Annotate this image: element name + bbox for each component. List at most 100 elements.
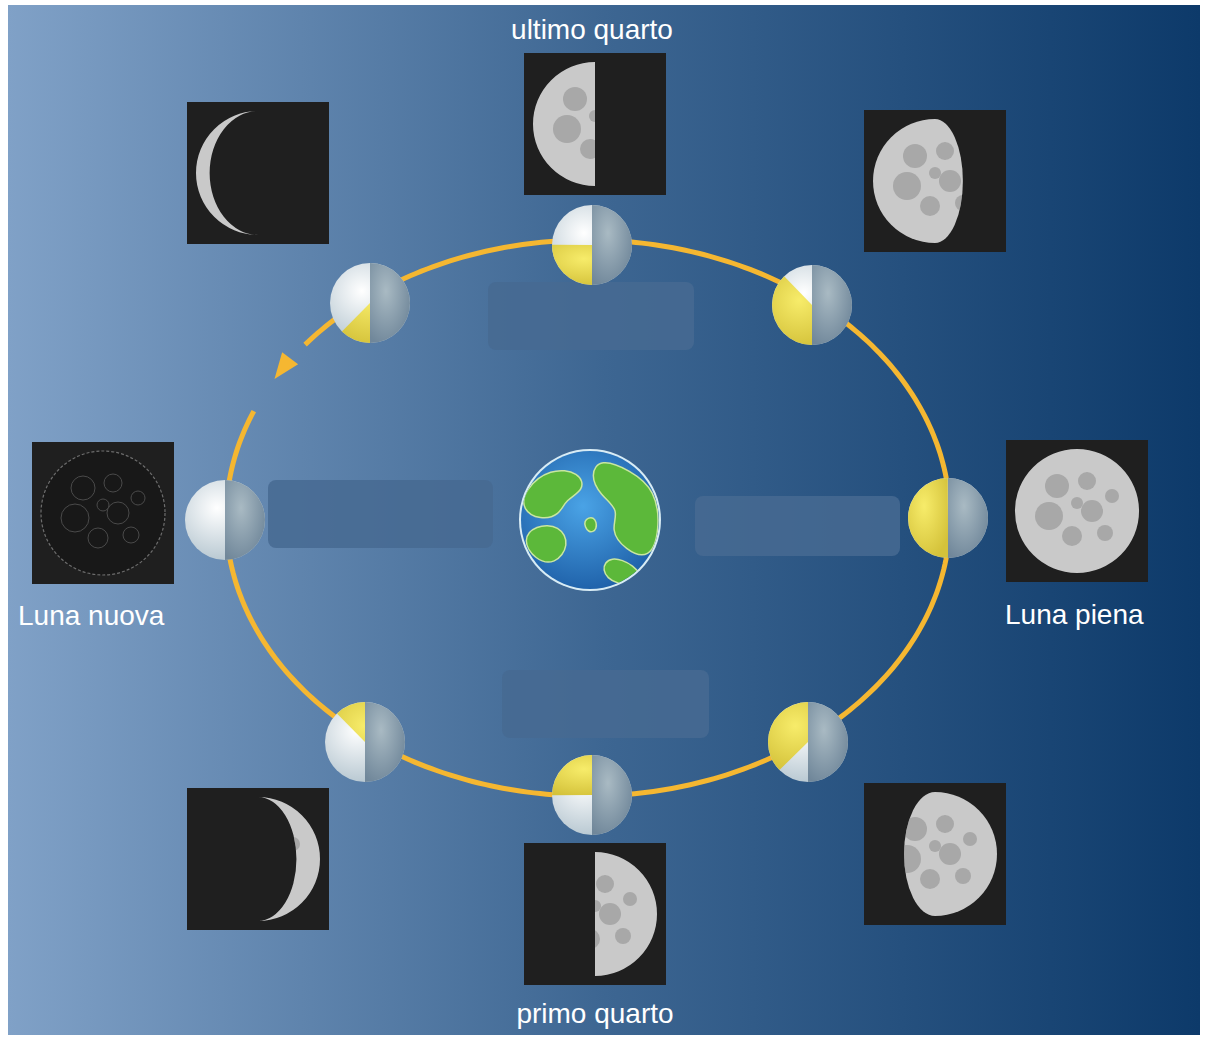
crater xyxy=(131,491,145,505)
phase-label: Luna nuova xyxy=(18,599,164,633)
crater xyxy=(963,159,977,173)
crater xyxy=(1071,497,1083,509)
moon-dark-half xyxy=(948,478,988,558)
continent xyxy=(604,559,640,584)
moon-lit-half xyxy=(772,265,852,345)
crater xyxy=(1105,489,1119,503)
sky-background xyxy=(8,5,1200,1035)
crater xyxy=(97,499,109,511)
photo-frame xyxy=(1006,440,1148,582)
continent xyxy=(524,471,582,518)
phase-label: primo quarto xyxy=(516,997,673,1031)
photo-frame xyxy=(524,53,666,195)
crater xyxy=(88,528,108,548)
moon-lit-half xyxy=(768,702,848,782)
orbit-moon xyxy=(772,265,852,345)
crater xyxy=(903,817,927,841)
orbit-moon xyxy=(325,702,405,782)
crater xyxy=(893,172,921,200)
earth-rim xyxy=(519,449,661,591)
crater xyxy=(623,892,637,906)
crater xyxy=(1097,525,1113,541)
crater xyxy=(615,928,631,944)
lit-moon xyxy=(258,797,320,921)
photo-frame xyxy=(524,843,666,985)
moon-dark-half xyxy=(808,702,848,782)
crater xyxy=(252,845,264,857)
crater xyxy=(216,850,244,878)
moon-photo xyxy=(524,843,666,985)
crater xyxy=(623,102,637,116)
empty-plate xyxy=(268,480,493,548)
crater xyxy=(278,187,294,203)
empty-plate xyxy=(695,496,900,556)
moon-visible-part xyxy=(342,275,370,343)
moon-lit-half xyxy=(330,263,410,343)
crater xyxy=(955,195,971,211)
crater xyxy=(596,875,614,893)
crater xyxy=(71,476,95,500)
orbit-moon xyxy=(330,263,410,343)
photo-frame xyxy=(864,783,1006,925)
crater xyxy=(286,837,300,851)
crater xyxy=(553,905,581,933)
photo-frame xyxy=(864,110,1006,252)
crater xyxy=(1081,500,1103,522)
crater xyxy=(939,843,961,865)
crater xyxy=(107,502,129,524)
orbit-moon xyxy=(185,480,265,560)
crater xyxy=(553,115,581,143)
moon-visible-part xyxy=(768,702,808,770)
continent xyxy=(526,526,566,562)
crater xyxy=(893,845,921,873)
moon-lit-half xyxy=(552,205,632,285)
crater xyxy=(61,504,89,532)
moon-visible-part xyxy=(908,478,948,558)
lit-moon xyxy=(873,119,963,243)
crater xyxy=(563,87,587,111)
moon-lit-half xyxy=(908,478,988,558)
crater xyxy=(955,868,971,884)
moon-photo xyxy=(864,783,1006,925)
moon-dark-half xyxy=(812,265,852,345)
orbit-moon xyxy=(552,755,632,835)
crater xyxy=(286,151,300,165)
crater xyxy=(936,815,954,833)
crater xyxy=(226,136,250,160)
moon-dark-half xyxy=(225,480,265,560)
crater xyxy=(929,840,941,852)
crater xyxy=(259,134,277,152)
crater xyxy=(243,188,263,208)
new-moon-disk xyxy=(41,451,165,575)
crater xyxy=(1045,474,1069,498)
crater xyxy=(580,139,600,159)
crater xyxy=(599,113,621,135)
crater xyxy=(563,877,587,901)
moon-dark-half xyxy=(592,205,632,285)
earth xyxy=(519,449,661,591)
moon-visible-part xyxy=(772,276,812,345)
crater xyxy=(259,820,277,838)
empty-plate xyxy=(502,670,709,738)
phase-label: Luna piena xyxy=(1005,598,1144,632)
crater xyxy=(216,164,244,192)
crater xyxy=(963,832,977,846)
moon-photo xyxy=(1006,440,1148,582)
moon-dark-half xyxy=(365,702,405,782)
crater xyxy=(920,869,940,889)
crater xyxy=(1078,472,1096,490)
moon-photo xyxy=(864,110,1006,252)
moon-visible-part xyxy=(337,702,365,770)
moon-lit-half xyxy=(185,480,265,560)
lit-moon xyxy=(595,852,657,976)
lit-moon xyxy=(196,111,258,235)
crater xyxy=(243,874,263,894)
crater xyxy=(123,527,139,543)
crater xyxy=(252,159,264,171)
crater xyxy=(580,929,600,949)
orbit-arrowhead xyxy=(274,352,298,379)
crater xyxy=(903,144,927,168)
crater xyxy=(615,138,631,154)
